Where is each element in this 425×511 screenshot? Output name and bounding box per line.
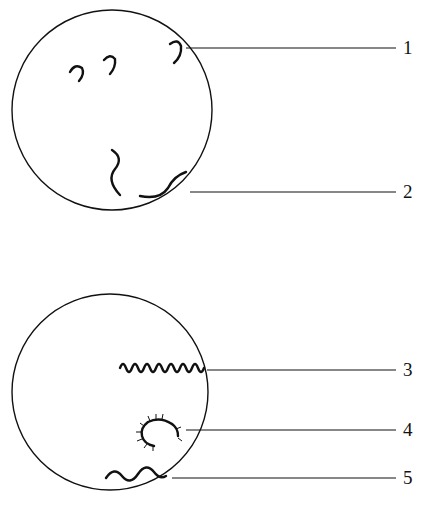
callout-number: 3 [403, 359, 413, 381]
callout-number: 1 [403, 37, 413, 59]
callout-number: 2 [403, 181, 413, 203]
curved-rod [111, 150, 120, 195]
leader-line [190, 191, 396, 192]
field-of-view [12, 10, 212, 210]
spirochete-cell [120, 364, 204, 372]
flagella [136, 414, 182, 451]
leader-line [186, 429, 396, 430]
curved-rod [140, 172, 186, 197]
callout-number: 4 [403, 419, 413, 441]
leader-line [207, 369, 396, 370]
callout-number: 5 [403, 467, 413, 489]
spirillum-cell [106, 467, 166, 480]
vibrio-cell [104, 56, 115, 74]
leader-line [172, 477, 396, 478]
vibrio-cell [170, 41, 181, 63]
field-of-view [12, 294, 208, 490]
leader-line [186, 47, 396, 48]
spirillum-cell [172, 424, 178, 436]
vibrio-cell [70, 66, 83, 81]
spirillum-cell [142, 419, 172, 446]
